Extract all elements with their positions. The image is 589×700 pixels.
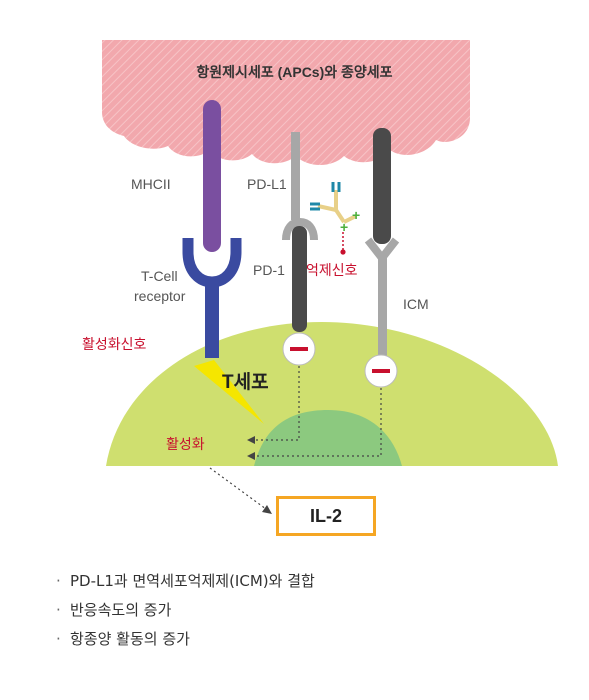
icm-molecule xyxy=(373,128,391,244)
pd-l1-hook xyxy=(282,217,318,241)
icm-inhibition-path xyxy=(256,388,382,457)
svg-text:+: + xyxy=(340,219,348,235)
icm-label: ICM xyxy=(403,296,429,312)
activation-signal-wedge xyxy=(194,360,264,424)
il-2-label: IL-2 xyxy=(309,505,342,526)
list-item-text: PD-L1과 면역세포억제제(ICM)와 결합 xyxy=(70,572,315,590)
tcr-label-line2: receptor xyxy=(134,288,186,304)
activation-to-il2-arrowhead xyxy=(262,505,272,514)
pd-1-inhibition-arrowhead xyxy=(247,436,255,444)
list-item: · 항종양 활동의 증가 xyxy=(56,628,315,657)
t-cell-nucleus xyxy=(254,410,402,466)
list-item-text: 항종양 활동의 증가 xyxy=(70,630,190,648)
mhcii-molecule xyxy=(203,100,221,252)
icm-receptor-stem xyxy=(378,256,387,360)
list-item-text: 반응속도의 증가 xyxy=(70,601,172,619)
antibody-icon: + + xyxy=(310,182,360,235)
pd-1-molecule xyxy=(292,226,307,332)
inhibitory-signal-label: 억제신호 xyxy=(306,262,358,278)
mhcii-label: MHCII xyxy=(131,176,171,192)
t-cell-label: T세포 xyxy=(222,372,269,393)
activation-signal-label: 활성화신호 xyxy=(82,336,147,352)
pd-1-inhibit-sign xyxy=(282,332,316,366)
apc-tumor-cell xyxy=(102,40,470,165)
apc-title: 항원제시세포 (APCs)와 종양세포 xyxy=(196,64,393,80)
tcr-label-line1: T-Cell xyxy=(141,268,178,284)
activation-label: 활성화 xyxy=(166,436,205,452)
t-cell-receptor-stem xyxy=(205,280,219,358)
il-2-box: IL-2 xyxy=(276,496,376,536)
inhibitory-signal-dot xyxy=(340,249,346,255)
bullet-dot-icon: · xyxy=(56,572,61,590)
svg-text:+: + xyxy=(352,207,360,223)
pd-l1-label: PD-L1 xyxy=(247,176,287,192)
pd-l1-molecule xyxy=(291,132,300,220)
bullet-dot-icon: · xyxy=(56,601,61,619)
list-item: · PD-L1과 면역세포억제제(ICM)와 결합 xyxy=(56,570,315,599)
activation-to-il2-line xyxy=(209,467,267,510)
bullet-dot-icon: · xyxy=(56,630,61,648)
icm-inhibition-arrowhead xyxy=(247,452,255,460)
icm-inhibit-sign xyxy=(364,354,398,388)
summary-list: · PD-L1과 면역세포억제제(ICM)와 결합 · 반응속도의 증가 · 항종양 … xyxy=(56,570,315,657)
list-item: · 반응속도의 증가 xyxy=(56,599,315,628)
pd-1-label: PD-1 xyxy=(253,262,285,278)
